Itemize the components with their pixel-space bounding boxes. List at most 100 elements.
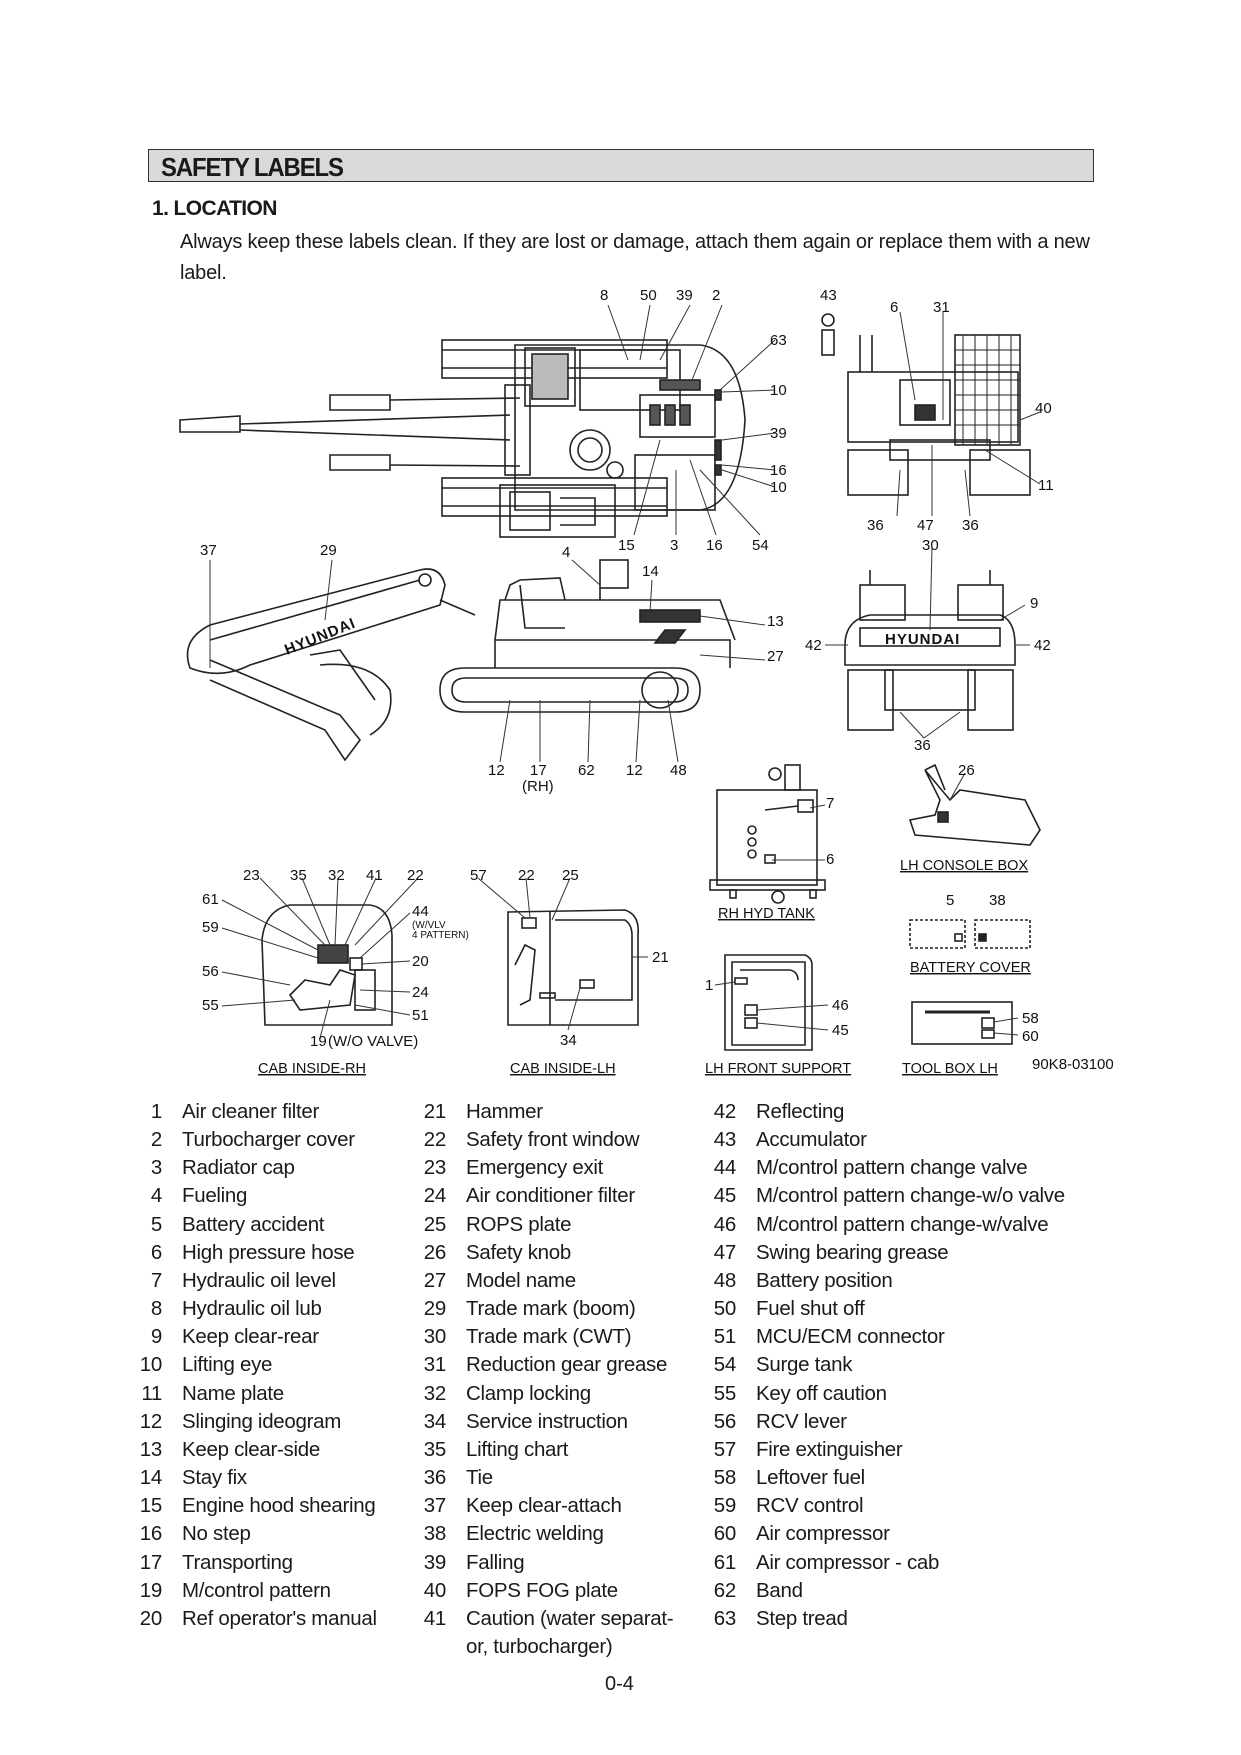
callouts-cab-rh: 23 35 32 41 22 61 59 56 55 44 (W/VLV 4 P… (202, 867, 469, 1050)
svg-text:12: 12 (626, 762, 643, 779)
section-title-bar: SAFETY LABELS (148, 149, 1094, 182)
legend-label: Lifting chart (466, 1437, 569, 1461)
svg-text:42: 42 (1034, 637, 1051, 654)
front-view-drawing (844, 570, 1016, 731)
callouts-console: 26 (958, 762, 975, 779)
legend-number: 30 (423, 1325, 447, 1349)
legend-number: 6 (150, 1240, 162, 1264)
svg-text:46: 46 (832, 997, 849, 1014)
intro-text: Always keep these labels clean. If they … (180, 231, 1090, 284)
svg-text:30: 30 (922, 537, 939, 554)
legend-label: Electric welding (466, 1522, 604, 1546)
legend-label: Model name (466, 1268, 576, 1292)
svg-text:23: 23 (243, 867, 260, 884)
legend-number: 27 (423, 1268, 447, 1292)
legend-number: 60 (713, 1522, 737, 1546)
legend-number: 48 (713, 1268, 737, 1292)
svg-text:(W/O VALVE): (W/O VALVE) (328, 1033, 418, 1050)
svg-text:58: 58 (1022, 1010, 1039, 1027)
cab-inside-lh-drawing (507, 909, 640, 1026)
legend-number: 10 (139, 1353, 163, 1377)
legend-number: 1 (150, 1100, 162, 1123)
svg-text:38: 38 (989, 892, 1006, 909)
svg-text:5: 5 (946, 892, 954, 909)
svg-text:4: 4 (562, 544, 570, 561)
legend-label: Air compressor - cab (756, 1550, 940, 1574)
callouts-toolbox: 58 60 (1022, 1010, 1039, 1045)
legend-label: Surge tank (756, 1353, 853, 1377)
svg-text:19: 19 (310, 1033, 327, 1050)
svg-text:36: 36 (962, 517, 979, 534)
legend-number: 5 (150, 1212, 162, 1236)
legend-number: 4 (150, 1184, 162, 1208)
rh-hyd-tank-drawing (709, 764, 826, 904)
svg-text:56: 56 (202, 963, 219, 980)
svg-text:12: 12 (488, 762, 505, 779)
legend-label: Trade mark (CWT) (466, 1325, 632, 1349)
legend-label: Turbocharger cover (182, 1128, 355, 1152)
svg-text:6: 6 (826, 851, 834, 868)
svg-text:54: 54 (752, 537, 769, 554)
legend-number: 23 (423, 1156, 447, 1180)
legend-label: Stay fix (182, 1466, 247, 1490)
callouts-rear-view: 43 6 31 40 11 36 47 36 (820, 287, 1054, 534)
legend-label: Clamp locking (466, 1381, 591, 1405)
legend-label: Battery position (756, 1268, 893, 1292)
legend-item: 30 Trade mark (CWT) (414, 1323, 704, 1351)
legend-number: 44 (713, 1156, 737, 1180)
legend-number: 51 (713, 1325, 737, 1349)
legend-label: Transporting (182, 1550, 293, 1574)
legend-number: 58 (713, 1466, 737, 1490)
safety-label-location-diagram: HYUNDAI HYUNDAI (179, 287, 1114, 1077)
legend-label: Safety front window (466, 1128, 640, 1152)
lh-console-box-drawing (908, 763, 1041, 846)
svg-text:42: 42 (805, 637, 822, 654)
legend-number: 42 (713, 1100, 737, 1123)
legend-label: Step tread (756, 1606, 848, 1630)
svg-text:10: 10 (770, 382, 787, 399)
legend-number: 45 (713, 1184, 737, 1208)
svg-text:27: 27 (767, 648, 784, 665)
svg-text:62: 62 (578, 762, 595, 779)
legend-number: 55 (713, 1381, 737, 1405)
brand-text-cwt: HYUNDAI (885, 631, 960, 648)
svg-text:1: 1 (705, 977, 713, 994)
svg-text:8: 8 (600, 287, 608, 304)
legend-item: 48 Battery position (704, 1267, 1104, 1295)
svg-text:10: 10 (770, 479, 787, 496)
legend-number: 17 (139, 1550, 163, 1574)
legend-number: 11 (141, 1381, 162, 1405)
svg-text:59: 59 (202, 919, 219, 936)
callouts-hyd-tank: 7 6 (826, 795, 834, 868)
svg-text:48: 48 (670, 762, 687, 779)
svg-text:3: 3 (670, 537, 678, 554)
svg-text:57: 57 (470, 867, 487, 884)
svg-text:32: 32 (328, 867, 345, 884)
legend-label: RCV lever (756, 1409, 847, 1433)
caption-lh-front-support: LH FRONT SUPPORT (705, 1061, 851, 1077)
legend-label: RCV control (756, 1494, 864, 1518)
callouts-top-view: 8 50 39 2 63 10 39 16 10 15 3 16 54 (600, 287, 787, 554)
svg-text:55: 55 (202, 997, 219, 1014)
legend-label: Keep clear-attach (466, 1494, 622, 1518)
